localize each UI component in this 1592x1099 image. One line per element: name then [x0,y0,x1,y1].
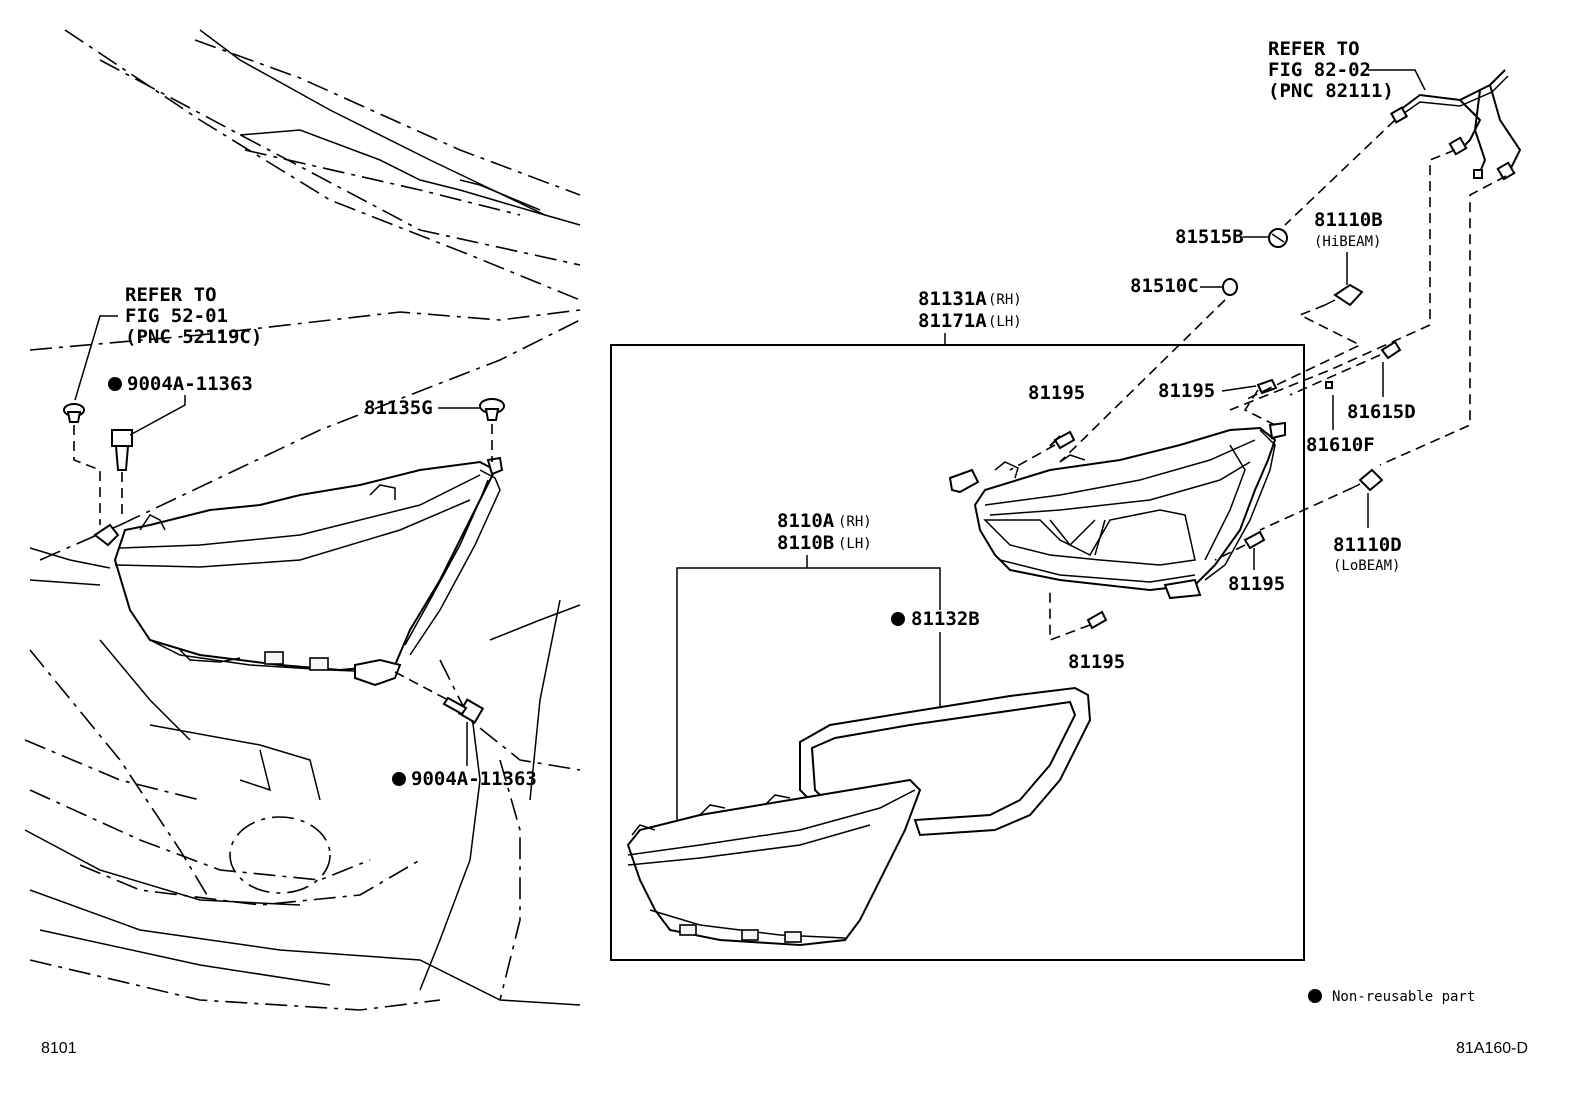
bulb-socket-icon [1268,228,1288,248]
hibeam-bulb-icon [1324,283,1364,307]
part-label-81131a: 81131A [918,288,987,310]
legend-text: Non-reusable part [1332,989,1475,1005]
bulb-icon [1222,278,1238,296]
non-reusable-dot-icon [108,377,122,391]
refer-fig-82-line2: FIG 82-02 [1268,59,1371,81]
small-bulb-icon [1325,381,1333,389]
bolt-icon [111,429,133,471]
part-label-9004a-bottom: 9004A-11363 [411,768,537,790]
svg-text:(PNC 52119C): (PNC 52119C) [125,326,262,348]
footer-left-code: 8101 [41,1040,77,1057]
bolt-lower-icon [442,696,485,724]
headlamp-lens [626,778,922,947]
part-label-81195-a: 81195 [1028,382,1085,404]
part-label-8110b-side: (LH) [838,536,872,552]
part-label-8110b: 8110B [777,532,834,554]
part-label-81110b: 81110B [1314,209,1383,231]
refer-fig-82-line1: REFER TO [1268,38,1360,60]
part-label-81615d: 81615D [1347,401,1416,423]
clip-fastener-icon [63,403,85,423]
screw-icon [1086,610,1108,630]
gasket-81132b [799,686,1092,837]
part-label-81110d-note: (LoBEAM) [1333,558,1400,574]
part-label-81510c: 81510C [1130,275,1199,297]
part-label-9004a-top: 9004A-11363 [127,373,253,395]
footer-right-code: 81A160-D [1456,1040,1528,1057]
part-label-81195-c: 81195 [1228,573,1285,595]
svg-text:REFER TO: REFER TO [125,284,217,306]
part-label-81195-b: 81195 [1158,380,1215,402]
screw-icon [1049,430,1076,450]
screw-icon [1256,378,1278,395]
lobeam-bulb-icon [1351,468,1384,492]
installed-headlamp [93,456,504,687]
clip-81135g-icon [479,398,505,421]
part-label-81195-d: 81195 [1068,651,1125,673]
legend-dot-icon [1308,989,1322,1003]
svg-text:FIG 52-01: FIG 52-01 [125,305,228,327]
part-label-81135g: 81135G [364,397,433,419]
screw-icon [1243,530,1266,550]
headlamp-housing [948,421,1286,600]
part-label-81515b: 81515B [1175,226,1244,248]
assembly-box [610,344,1305,961]
part-label-81110b-note: (HiBEAM) [1314,234,1381,250]
part-label-81171a-side: (LH) [988,314,1022,330]
part-label-81171a: 81171A [918,310,987,332]
part-label-81610f: 81610F [1306,434,1375,456]
part-label-8110a: 8110A [777,510,835,532]
part-label-81131a-side: (RH) [988,292,1022,308]
wire-harness [1389,69,1522,181]
refer-fig-82-line3: (PNC 82111) [1268,80,1394,102]
non-reusable-dot-icon [392,772,406,786]
part-label-8110a-side: (RH) [838,514,872,530]
vehicle-body-outline [24,29,581,1011]
side-marker-bulb-icon [1380,340,1402,360]
refer-fig-52-label: REFER TO FIG 52-01 (PNC 52119C) [125,284,262,348]
non-reusable-dot-icon [891,612,905,626]
part-label-81110d: 81110D [1333,534,1402,556]
part-label-81132b: 81132B [911,608,980,630]
